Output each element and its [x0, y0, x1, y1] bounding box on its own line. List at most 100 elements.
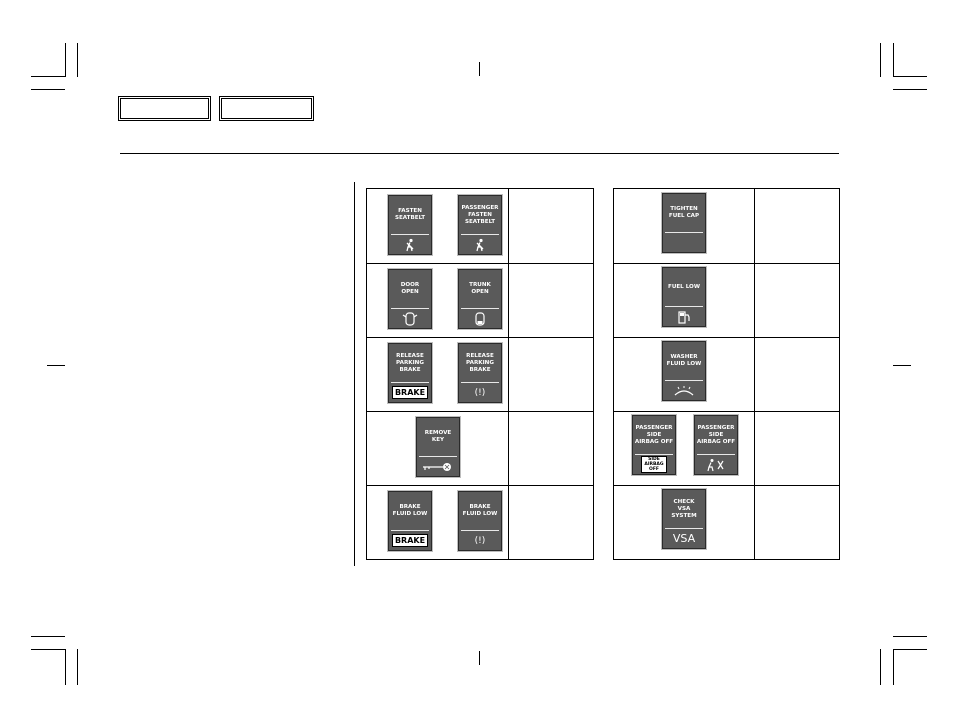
crop-mark	[880, 43, 881, 77]
table-row	[367, 411, 593, 412]
crop-mark	[31, 636, 65, 637]
vsa-label: VSA	[672, 532, 696, 545]
brake-text-icon: BRAKE	[389, 531, 431, 550]
brake-fluid-low-indicator: BRAKE FLUID LOW BRAKE	[388, 491, 432, 551]
indicator-separator	[391, 530, 429, 531]
brake-circle-icon: (!)	[459, 383, 501, 402]
crop-mark	[31, 76, 65, 77]
table-row	[614, 485, 839, 486]
side-airbag-off-icon	[695, 455, 737, 474]
crop-mark	[65, 649, 66, 685]
center-mark	[479, 62, 480, 76]
indicator-message: REMOVE KEY	[424, 430, 452, 443]
table-row	[614, 337, 839, 338]
indicator-separator	[635, 454, 673, 455]
indicator-message: TIGHTEN FUEL CAP	[668, 206, 700, 219]
washer-icon	[663, 381, 705, 400]
crop-mark	[893, 636, 927, 637]
indicator-separator	[391, 382, 429, 383]
indicator-separator	[391, 234, 429, 235]
vsa-text-icon: VSA	[663, 529, 705, 548]
side-airbag-off-label: SIDE AIRBAG OFF	[641, 456, 667, 473]
column-rule	[354, 182, 355, 566]
indicator-separator	[461, 234, 499, 235]
center-mark	[479, 651, 480, 665]
left-indicator-table: FASTEN SEATBELT PASSENGER FASTEN SEATBEL…	[366, 188, 594, 560]
release-parking-brake-indicator: RELEASE PARKING BRAKE BRAKE	[388, 343, 432, 403]
tighten-fuel-cap-indicator: TIGHTEN FUEL CAP	[662, 193, 706, 253]
crop-mark	[31, 649, 65, 650]
indicator-message: PASSENGER FASTEN SEATBELT	[461, 204, 499, 225]
indicator-separator	[665, 232, 703, 233]
crop-mark	[880, 649, 881, 685]
side-mark	[47, 365, 65, 366]
remove-key-indicator: REMOVE KEY	[416, 417, 460, 477]
indicator-message: FUEL LOW	[668, 283, 700, 290]
fuel-pump-icon	[663, 307, 705, 326]
crop-mark	[893, 43, 894, 77]
indicator-separator	[419, 456, 457, 457]
fasten-seatbelt-indicator: FASTEN SEATBELT	[388, 195, 432, 255]
table-row	[367, 337, 593, 338]
indicator-separator	[461, 530, 499, 531]
indicator-separator	[665, 380, 703, 381]
seatbelt-icon	[389, 235, 431, 254]
washer-fluid-low-indicator: WASHER FLUID LOW	[662, 341, 706, 401]
release-parking-brake-indicator: RELEASE PARKING BRAKE (!)	[458, 343, 502, 403]
passenger-side-airbag-off-indicator: PASSENGER SIDE AIRBAG OFF SIDE AIRBAG OF…	[632, 415, 676, 475]
indicator-message: PASSENGER SIDE AIRBAG OFF	[696, 424, 736, 445]
table-row	[367, 263, 593, 264]
crop-mark	[893, 649, 894, 685]
indicator-message: RELEASE PARKING BRAKE	[466, 352, 494, 373]
fuel-low-indicator: FUEL LOW	[662, 267, 706, 327]
door-open-icon	[389, 309, 431, 328]
indicator-separator	[665, 528, 703, 529]
crop-mark	[77, 43, 78, 77]
brake-text-icon: BRAKE	[389, 383, 431, 402]
table-row	[367, 485, 593, 486]
indicator-message: TRUNK OPEN	[469, 282, 491, 295]
indicator-message: PASSENGER SIDE AIRBAG OFF	[634, 424, 674, 445]
crop-mark	[893, 649, 927, 650]
indicator-separator	[391, 308, 429, 309]
indicator-message: WASHER FLUID LOW	[666, 354, 702, 367]
blank-icon	[663, 233, 705, 252]
check-vsa-system-indicator: CHECK VSA SYSTEM VSA	[662, 489, 706, 549]
indicator-separator	[697, 454, 735, 455]
indicator-message: FASTEN SEATBELT	[394, 208, 426, 221]
brake-circle-label: (!)	[474, 387, 486, 398]
header-tab-2	[219, 96, 314, 121]
indicator-message: BRAKE FLUID LOW	[462, 504, 498, 517]
passenger-fasten-seatbelt-indicator: PASSENGER FASTEN SEATBELT	[458, 195, 502, 255]
crop-mark	[65, 43, 66, 77]
header-rule	[120, 153, 839, 154]
brake-circle-icon: (!)	[459, 531, 501, 550]
indicator-separator	[461, 382, 499, 383]
table-row	[614, 411, 839, 412]
brake-label: BRAKE	[391, 386, 429, 399]
brake-fluid-low-indicator: BRAKE FLUID LOW (!)	[458, 491, 502, 551]
trunk-open-icon	[459, 309, 501, 328]
seatbelt-icon	[459, 235, 501, 254]
table-row	[614, 263, 839, 264]
indicator-message: CHECK VSA SYSTEM	[671, 498, 697, 519]
door-open-indicator: DOOR OPEN	[388, 269, 432, 329]
table-divider	[754, 189, 755, 559]
header-tab-1	[118, 96, 211, 121]
brake-circle-label: (!)	[474, 535, 486, 546]
crop-mark	[31, 89, 65, 90]
indicator-separator	[665, 306, 703, 307]
side-mark	[893, 365, 911, 366]
indicator-message: BRAKE FLUID LOW	[392, 504, 428, 517]
indicator-message: DOOR OPEN	[400, 282, 420, 295]
crop-mark	[77, 649, 78, 685]
indicator-message: RELEASE PARKING BRAKE	[396, 352, 424, 373]
indicator-separator	[461, 308, 499, 309]
side-airbag-off-text-icon: SIDE AIRBAG OFF	[633, 455, 675, 474]
crop-mark	[893, 76, 927, 77]
brake-label: BRAKE	[391, 534, 429, 547]
key-icon	[417, 457, 459, 476]
trunk-open-indicator: TRUNK OPEN	[458, 269, 502, 329]
right-indicator-table: TIGHTEN FUEL CAP FUEL LOW WASHER FLUID L…	[613, 188, 840, 560]
passenger-side-airbag-off-indicator: PASSENGER SIDE AIRBAG OFF	[694, 415, 738, 475]
